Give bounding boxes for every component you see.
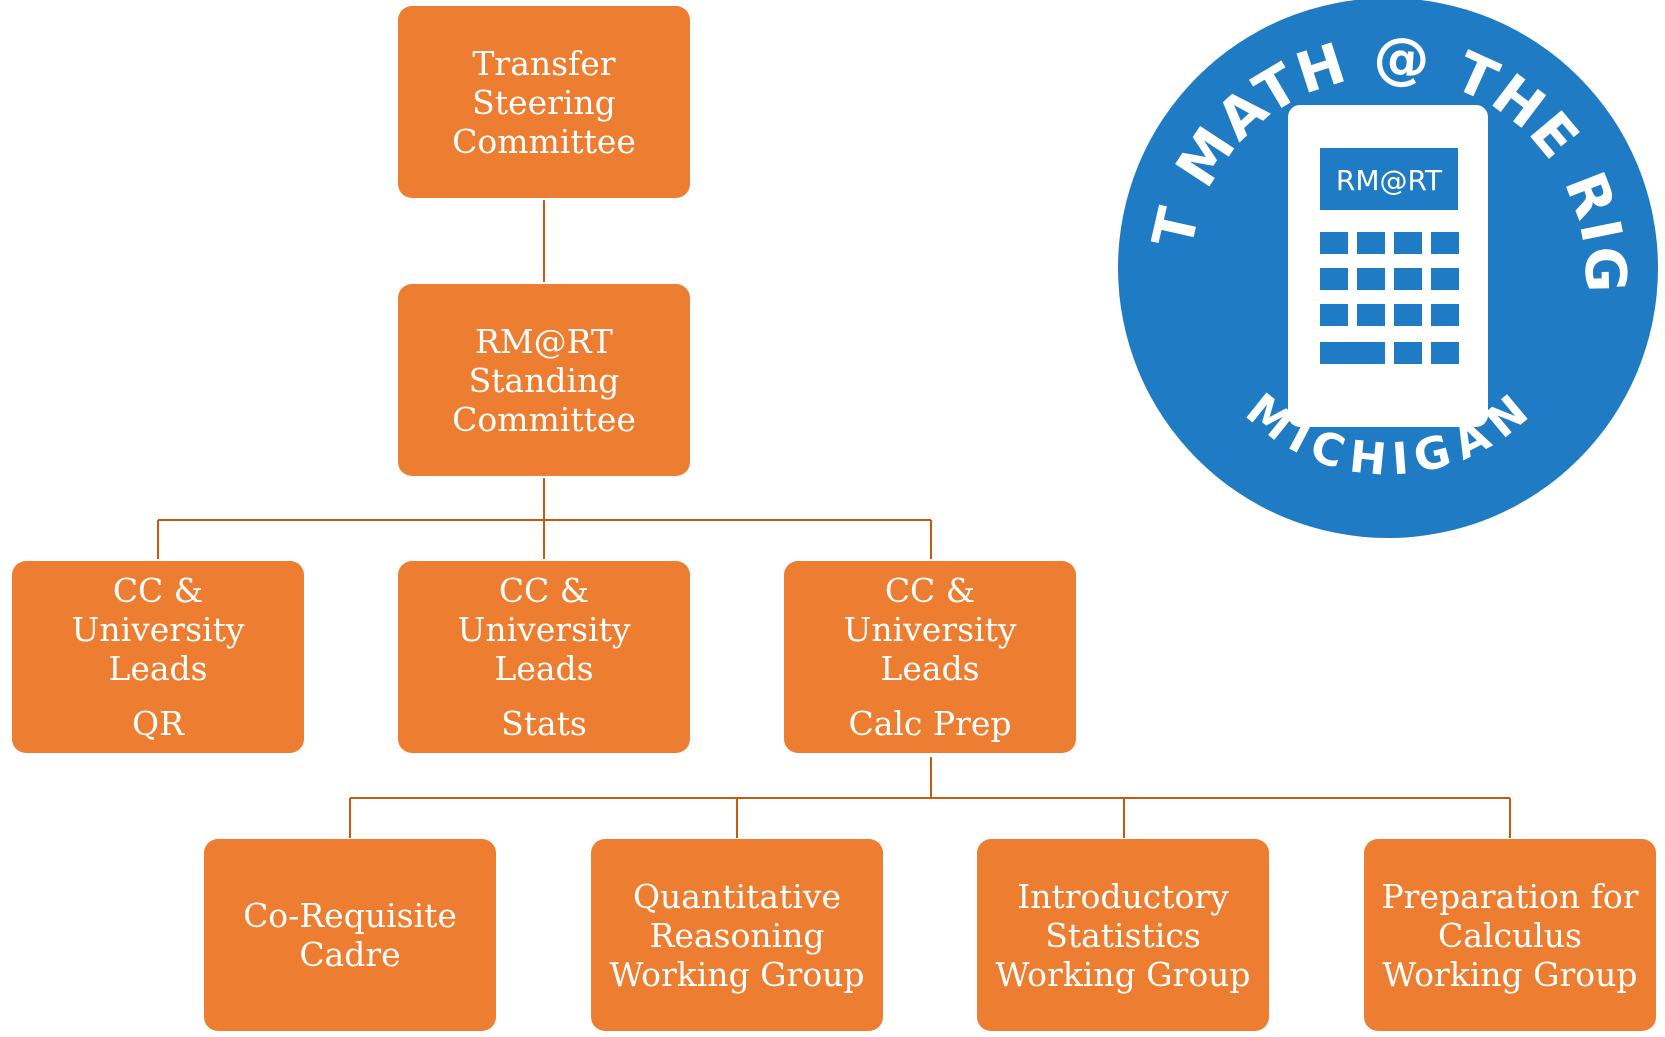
calculator-screen [1320,148,1458,210]
node-line: Steering [472,82,616,122]
node-line: Transfer [472,43,616,83]
node-line: Standing [468,360,620,400]
node-line: Working Group [609,954,865,994]
node-line: Statistics [1045,915,1201,955]
right-math-logo: THE RIGHT MATH @ THE RIGHT TIME MICHIGAN… [1110,0,1658,538]
co-requisite-cadre-box: Co-Requisite Cadre [204,839,496,1031]
node-line: Reasoning [649,915,825,955]
node-line: Committee [452,121,636,161]
node-line: Committee [452,399,636,439]
node-line: Leads [494,649,594,688]
node-line: Introductory [1017,876,1229,916]
node-subtitle: Calc Prep [848,704,1012,743]
calculator-screen-text: RM@RT [1336,164,1443,197]
calculator-icon: RM@RT [1288,105,1488,427]
node-line: Working Group [1382,954,1638,994]
node-line: RM@RT [475,321,613,361]
introductory-statistics-group-box: Introductory Statistics Working Group [977,839,1269,1031]
node-line: Calculus [1438,915,1582,955]
rmart-standing-committee-box: RM@RT Standing Committee [398,284,690,476]
node-line: CC & University [457,571,631,649]
preparation-calculus-group-box: Preparation for Calculus Working Group [1364,839,1656,1031]
node-line: CC & University [71,571,245,649]
quantitative-reasoning-group-box: Quantitative Reasoning Working Group [591,839,883,1031]
node-line: CC & University [843,571,1017,649]
node-line: Leads [880,649,980,688]
node-line: Cadre [299,935,401,974]
node-line: Co-Requisite [243,896,457,935]
node-line: Working Group [995,954,1251,994]
leads-qr-box: CC & University Leads QR [12,561,304,753]
node-subtitle: Stats [501,704,587,743]
leads-stats-box: CC & University Leads Stats [398,561,690,753]
node-line: Quantitative [633,876,841,916]
node-line: Preparation for [1381,876,1639,916]
leads-calc-prep-box: CC & University Leads Calc Prep [784,561,1076,753]
node-line: Leads [108,649,208,688]
node-subtitle: QR [132,704,184,743]
transfer-steering-committee-box: Transfer Steering Committee [398,6,690,198]
